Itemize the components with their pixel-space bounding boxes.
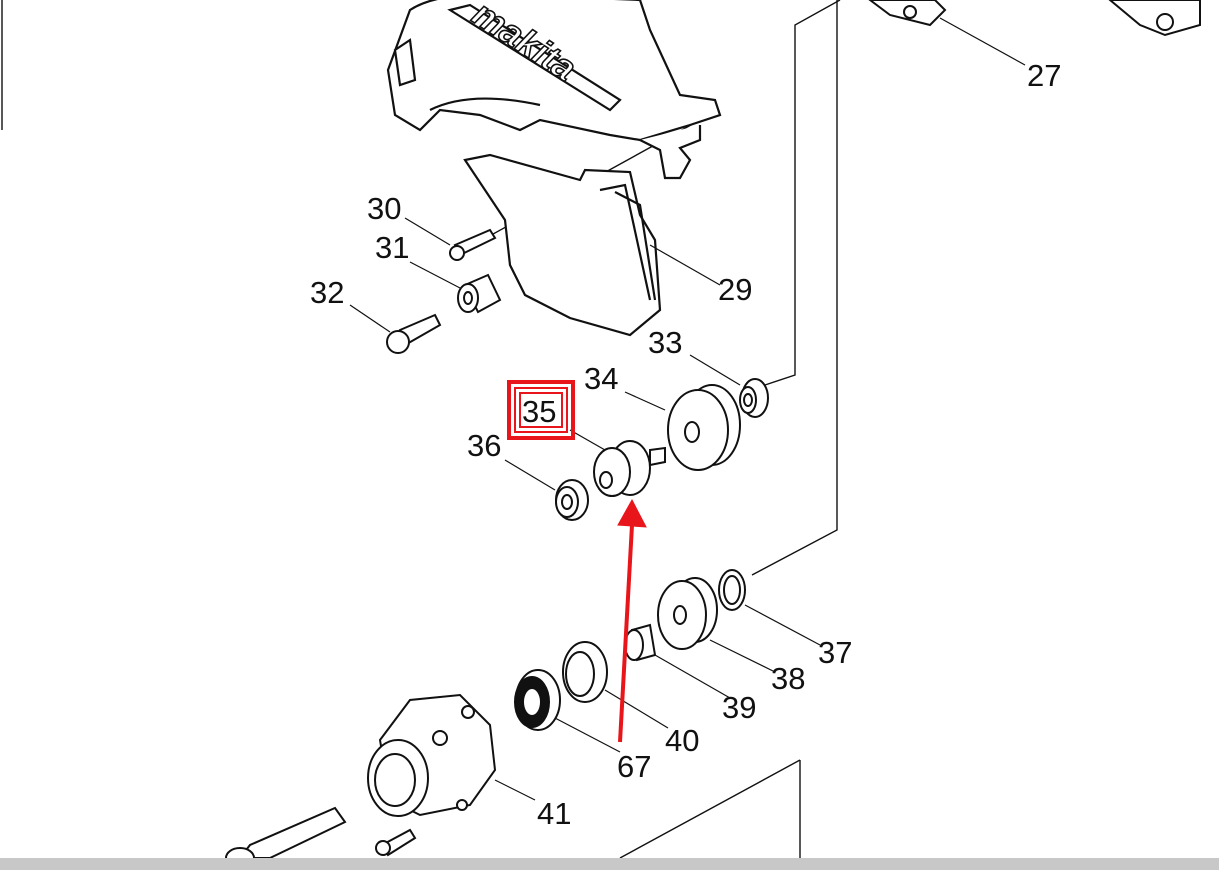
part-27-bracket: [868, 0, 1201, 66]
part-36-bearing: [504, 459, 589, 521]
part-34-gear: [624, 384, 741, 471]
part-label-29[interactable]: 29: [718, 272, 753, 307]
part-37-snap-ring: [718, 569, 821, 646]
part-35-pinion: [569, 429, 666, 497]
part-67-bearing: [514, 669, 621, 753]
leader-rail-37: [751, 0, 838, 576]
blade-guard: [386, 0, 722, 180]
part-label-27[interactable]: 27: [1027, 58, 1062, 93]
part-label-31[interactable]: 31: [375, 230, 410, 265]
part-39-sleeve: [624, 623, 731, 699]
leader-rail-33: [764, 0, 841, 386]
part-38-gear: [657, 577, 776, 673]
highlight-arrow: [617, 498, 647, 743]
part-label-38[interactable]: 38: [771, 661, 806, 696]
part-label-36[interactable]: 36: [467, 428, 502, 463]
part-label-33[interactable]: 33: [648, 325, 683, 360]
horizontal-scrollbar[interactable]: [0, 858, 1219, 870]
viewer-right-edge: [1208, 0, 1219, 858]
part-label-41[interactable]: 41: [537, 796, 572, 831]
part-29-plate: [463, 153, 721, 337]
part-41-housing: [367, 693, 536, 817]
part-30-screw: [404, 217, 497, 261]
part-label-35[interactable]: 35: [522, 394, 557, 429]
part-32-bolt: [349, 304, 442, 354]
part-label-39[interactable]: 39: [722, 690, 757, 725]
part-label-67[interactable]: 67: [617, 749, 652, 784]
part-label-30[interactable]: 30: [367, 191, 402, 226]
leader-rail-diag: [619, 759, 801, 859]
part-label-40[interactable]: 40: [665, 723, 700, 758]
part-label-32[interactable]: 32: [310, 275, 345, 310]
part-label-34[interactable]: 34: [584, 361, 619, 396]
part-33-bearing: [689, 354, 769, 418]
part-35-highlight-box: [507, 380, 575, 440]
part-label-37[interactable]: 37: [818, 635, 853, 670]
part-40-retainer: [562, 641, 669, 729]
part-31-collar: [409, 261, 502, 314]
